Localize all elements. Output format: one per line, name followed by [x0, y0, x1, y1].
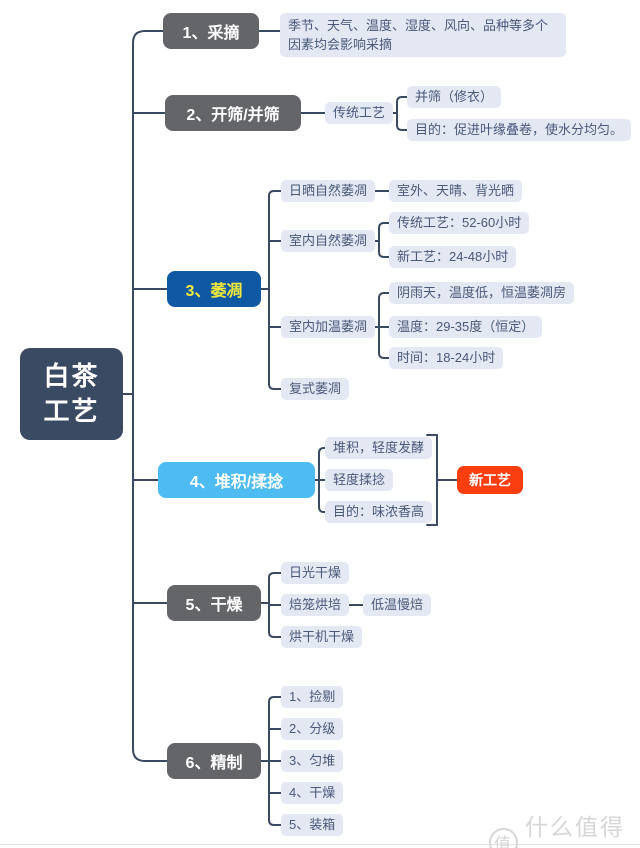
leaf-machine-drying[interactable]: 烘干机干燥: [281, 626, 363, 648]
branch-1-picking[interactable]: 1、采摘: [163, 13, 259, 49]
leaf-light-rolling[interactable]: 轻度揉捻: [325, 469, 394, 491]
branch-5-connectors: [256, 572, 368, 638]
trunk-connector: [122, 30, 285, 762]
leaf-heated-conditions[interactable]: 阴雨天，温度低，恒温萎凋房: [389, 282, 575, 304]
leaf-indoor-heated-withering[interactable]: 室内加温萎凋: [281, 316, 376, 338]
watermark-text: 什么值得买: [525, 814, 625, 840]
leaf-basket-baking[interactable]: 焙笼烘培: [281, 594, 350, 616]
leaf-refine-step-1[interactable]: 1、捡剔: [281, 686, 344, 708]
footer-divider: [0, 844, 640, 845]
leaf-heated-temperature[interactable]: 温度：29-35度（恒定）: [389, 316, 543, 338]
watermark: 值 什么值得买: [489, 808, 640, 848]
leaf-picking-factors[interactable]: 季节、天气、温度、湿度、风向、品种等多个因素均会影响采摘: [280, 13, 566, 57]
branch-4-piling-rolling[interactable]: 4、堆积/揉捻: [158, 462, 315, 498]
leaf-refine-step-2[interactable]: 2、分级: [281, 718, 344, 740]
leaf-sun-withering-conditions[interactable]: 室外、天晴、背光晒: [389, 180, 523, 202]
leaf-indoor-natural-withering[interactable]: 室内自然萎凋: [281, 230, 376, 252]
leaf-compound-withering[interactable]: 复式萎凋: [281, 378, 350, 400]
leaf-refine-step-3[interactable]: 3、匀堆: [281, 750, 344, 772]
callout-new-process[interactable]: 新工艺: [457, 466, 523, 494]
leaf-heated-time[interactable]: 时间：18-24小时: [389, 347, 504, 369]
leaf-sieve-purpose[interactable]: 目的：促进叶缘叠卷，使水分均匀。: [407, 119, 632, 141]
leaf-piling-purpose[interactable]: 目的：味浓香高: [325, 501, 433, 523]
branch-6-connectors: [256, 696, 286, 826]
branch-5-drying[interactable]: 5、干燥: [167, 585, 261, 621]
leaf-refine-step-5[interactable]: 5、装箱: [281, 814, 344, 836]
leaf-low-temp-baking[interactable]: 低温慢焙: [363, 594, 432, 616]
leaf-sun-withering[interactable]: 日晒自然萎凋: [281, 180, 376, 202]
branch-6-refining[interactable]: 6、精制: [167, 743, 261, 779]
leaf-piling-fermentation[interactable]: 堆积，轻度发酵: [325, 437, 433, 459]
leaf-traditional-process[interactable]: 传统工艺: [325, 102, 394, 124]
leaf-sun-drying[interactable]: 日光干燥: [281, 562, 350, 584]
leaf-combine-sieve[interactable]: 并筛（修衣）: [407, 86, 502, 108]
leaf-new-process-hours[interactable]: 新工艺：24-48小时: [389, 246, 517, 268]
branch-2-sieving[interactable]: 2、开筛/并筛: [165, 95, 301, 131]
branch-3-withering[interactable]: 3、萎凋: [167, 271, 261, 307]
watermark-badge-icon: 值: [489, 827, 518, 848]
root-node[interactable]: 白茶 工艺: [20, 348, 123, 440]
branch-3-connectors: [256, 190, 394, 390]
leaf-traditional-hours[interactable]: 传统工艺：52-60小时: [389, 212, 530, 234]
leaf-refine-step-4[interactable]: 4、干燥: [281, 782, 344, 804]
